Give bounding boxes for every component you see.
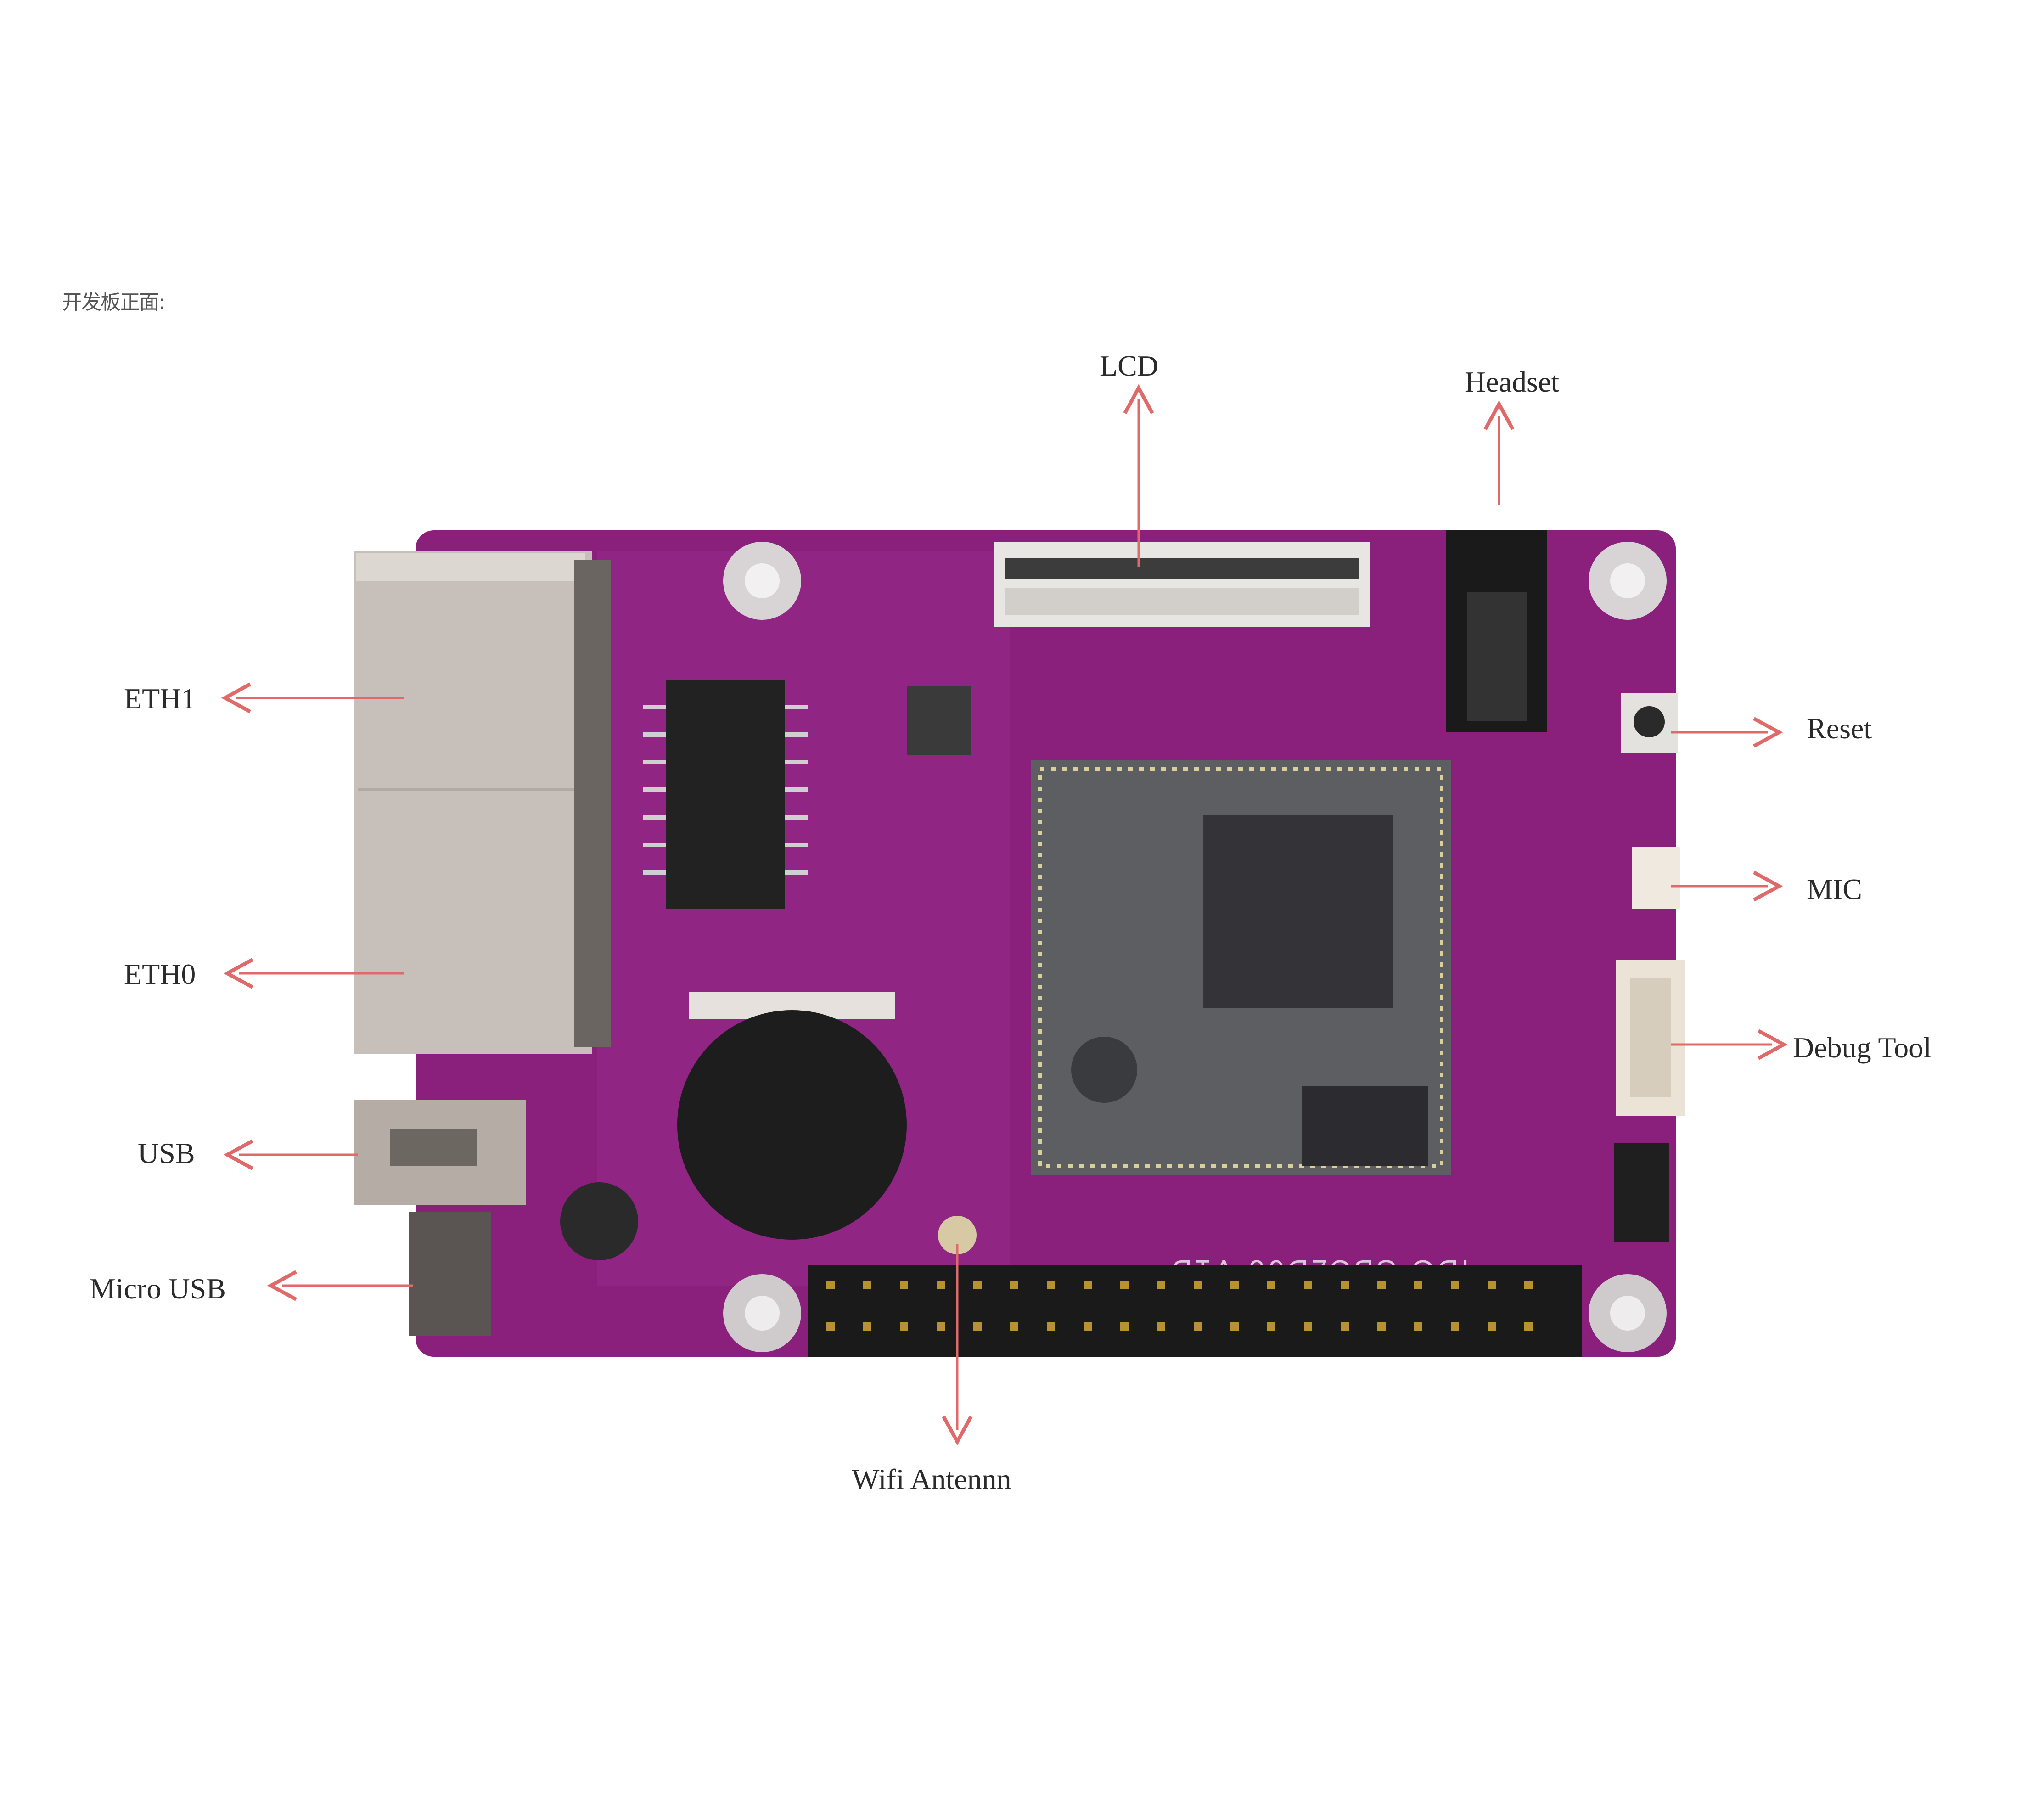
transformer-chip	[666, 680, 785, 909]
lcd-connector	[994, 542, 1370, 627]
label-usb: USB	[138, 1137, 195, 1169]
headset-jack	[1446, 530, 1547, 732]
label-eth1: ETH1	[124, 682, 196, 715]
header-caption: 开发板正面:	[62, 291, 165, 314]
arrows	[221, 384, 1788, 1446]
label-reset: Reset	[1807, 712, 1872, 745]
capacitor	[560, 1182, 638, 1260]
mic-connector	[1632, 847, 1680, 909]
label-micro-usb: Micro USB	[90, 1272, 226, 1305]
emmc-chip	[1302, 1086, 1428, 1166]
core-module: IDO-SBC2D06-V1B	[1031, 760, 1469, 1287]
label-mic: MIC	[1807, 873, 1862, 905]
label-debug-tool: Debug Tool	[1793, 1031, 1932, 1064]
micro-usb-connector	[409, 1212, 491, 1336]
small-chip	[907, 686, 971, 755]
small-pin-header	[1614, 1143, 1669, 1242]
label-wifi-antenna: Wifi Antennn	[852, 1463, 1011, 1495]
label-headset: Headset	[1465, 365, 1560, 398]
mounting-holes	[723, 542, 1667, 1352]
wifi-antenna-connector	[938, 1216, 977, 1254]
label-eth0: ETH0	[124, 958, 196, 990]
coin-cell-battery	[677, 992, 907, 1240]
gpio-pin-header	[808, 1265, 1582, 1357]
reset-button	[1621, 693, 1678, 753]
label-lcd: LCD	[1100, 349, 1158, 382]
soc-chip	[1203, 815, 1393, 1008]
ethernet-jack	[354, 551, 611, 1054]
